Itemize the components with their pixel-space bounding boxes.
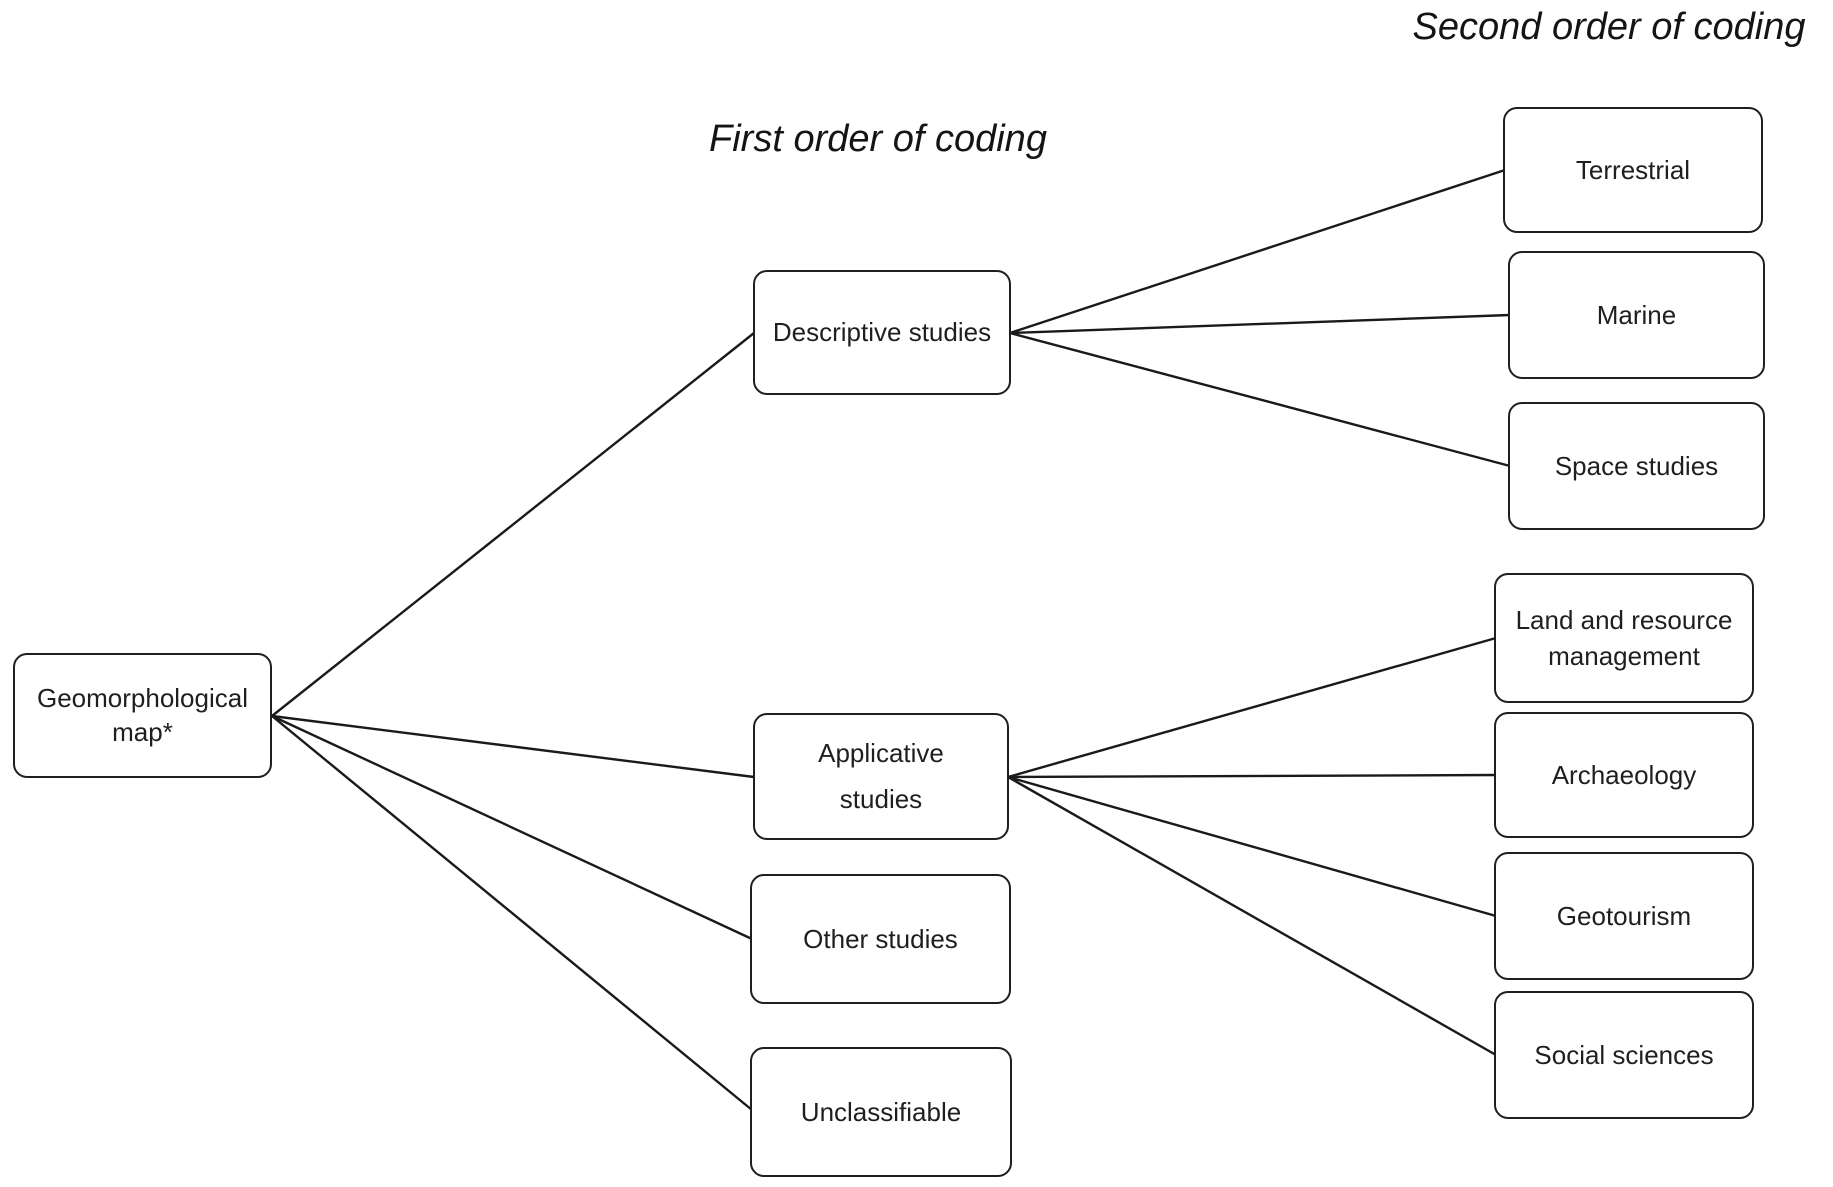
connector-descriptive-marine <box>1009 313 1511 335</box>
node-label: Terrestrial <box>1575 154 1691 185</box>
node-land-and-resource-management: Land and resource management <box>1494 573 1754 703</box>
connector-applicative-land <box>1007 636 1497 779</box>
connector-root-other <box>271 714 753 941</box>
node-unclassifiable: Unclassifiable <box>750 1047 1012 1177</box>
node-label: Geomorphological map* <box>36 682 248 747</box>
node-label: Descriptive studies <box>772 317 992 348</box>
node-label: Social sciences <box>1534 1039 1714 1070</box>
node-other-studies: Other studies <box>750 874 1011 1004</box>
connector-root-descriptive <box>271 332 755 717</box>
connector-descriptive-space <box>1009 331 1511 468</box>
node-label: Geotourism <box>1556 900 1692 931</box>
node-label: Land and resource management <box>1515 604 1733 671</box>
connector-root-applicative <box>271 714 755 779</box>
node-archaeology: Archaeology <box>1494 712 1754 838</box>
node-geotourism: Geotourism <box>1494 852 1754 980</box>
node-label: Space studies <box>1554 450 1719 481</box>
node-marine: Marine <box>1508 251 1765 379</box>
node-space-studies: Space studies <box>1508 402 1765 530</box>
second-order-title: Second order of coding <box>1412 6 1806 48</box>
node-social-sciences: Social sciences <box>1494 991 1754 1119</box>
node-label: Marine <box>1596 299 1677 330</box>
node-terrestrial: Terrestrial <box>1503 107 1763 233</box>
connector-applicative-social <box>1007 775 1497 1057</box>
node-label: Other studies <box>803 923 958 954</box>
node-applicative-studies: Applicative studies <box>753 713 1009 840</box>
connector-root-unclassifiable <box>271 715 753 1111</box>
connector-applicative-geotourism <box>1007 775 1497 918</box>
connector-descriptive-terrestrial <box>1009 168 1506 335</box>
node-label: Applicative studies <box>818 738 944 814</box>
node-descriptive-studies: Descriptive studies <box>753 270 1011 395</box>
node-label: Archaeology <box>1551 759 1697 790</box>
connector-applicative-archaeology <box>1007 773 1497 779</box>
node-label: Unclassifiable <box>800 1096 962 1127</box>
first-order-title: First order of coding <box>709 118 1047 160</box>
node-geomorphological-map: Geomorphological map* <box>13 653 272 778</box>
